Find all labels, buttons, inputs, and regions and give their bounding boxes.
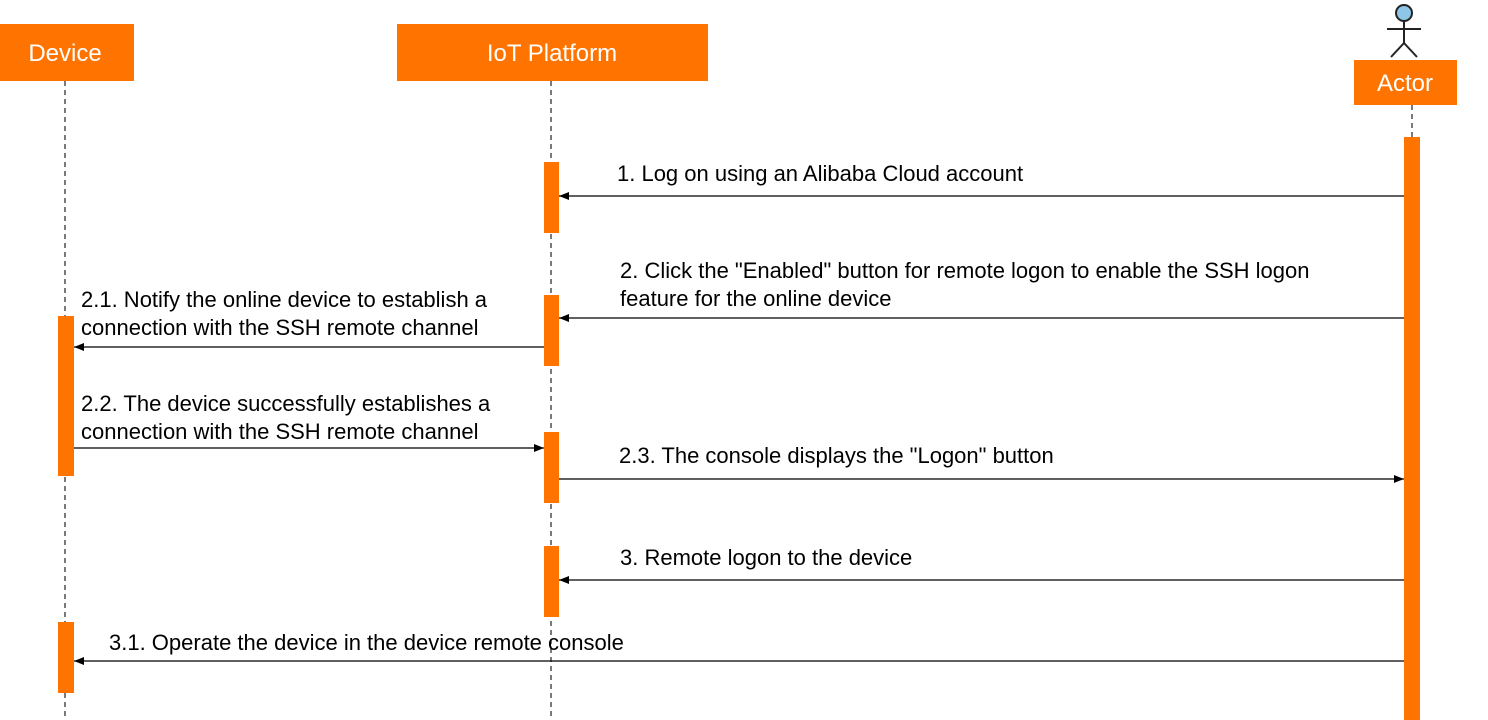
message-2-line-2: feature for the online device	[620, 286, 892, 311]
actor-left-leg	[1390, 42, 1405, 58]
message-2-3-line-1: 2.3. The console displays the "Logon" bu…	[619, 443, 1054, 468]
participant-device-label: Device	[28, 40, 101, 67]
actor-head	[1395, 4, 1413, 22]
participant-actor-box	[1354, 60, 1457, 105]
message-2-1: 2.1. Notify the online device to establi…	[74, 287, 544, 351]
message-1-label: 1. Log on using an Alibaba Cloud account	[617, 161, 1023, 186]
device-activation-1	[58, 316, 74, 476]
message-2-2: 2.2. The device successfully establishes…	[74, 391, 544, 452]
stick-figure-icon	[1387, 4, 1421, 58]
platform-activation-3	[544, 432, 559, 503]
participant-device-box	[0, 24, 134, 81]
participant-device: Device	[0, 24, 134, 81]
participant-platform-label: IoT Platform	[487, 40, 617, 67]
actor-right-leg	[1403, 42, 1418, 58]
message-2: 2. Click the "Enabled" button for remote…	[559, 258, 1404, 322]
device-activation-2	[58, 622, 74, 693]
message-2-1-label: 2.1. Notify the online device to establi…	[81, 287, 493, 340]
message-3-1-line-1: 3.1. Operate the device in the device re…	[109, 630, 624, 655]
participant-platform-box	[397, 24, 708, 81]
platform-activation-2	[544, 295, 559, 366]
message-1-line-1: 1. Log on using an Alibaba Cloud account	[617, 161, 1023, 186]
message-3-label: 3. Remote logon to the device	[620, 545, 912, 570]
message-2-1-line-1: 2.1. Notify the online device to establi…	[81, 287, 488, 312]
message-2-3: 2.3. The console displays the "Logon" bu…	[559, 443, 1404, 483]
message-3-1-label: 3.1. Operate the device in the device re…	[109, 630, 624, 655]
message-2-1-line-2: connection with the SSH remote channel	[81, 315, 478, 340]
message-2-label: 2. Click the "Enabled" button for remote…	[620, 258, 1316, 311]
message-1: 1. Log on using an Alibaba Cloud account	[559, 161, 1404, 200]
message-2-2-line-2: connection with the SSH remote channel	[81, 419, 478, 444]
platform-activation-1	[544, 162, 559, 233]
message-2-2-label: 2.2. The device successfully establishes…	[81, 391, 496, 444]
participant-platform: IoT Platform	[397, 24, 708, 81]
message-2-3-label: 2.3. The console displays the "Logon" bu…	[619, 443, 1054, 468]
message-2-line-1: 2. Click the "Enabled" button for remote…	[620, 258, 1310, 283]
participant-actor-label: Actor	[1377, 70, 1433, 97]
participant-actor: Actor	[1354, 4, 1457, 105]
message-3-line-1: 3. Remote logon to the device	[620, 545, 912, 570]
platform-activation-4	[544, 546, 559, 617]
message-3: 3. Remote logon to the device	[559, 545, 1404, 584]
message-3-1: 3.1. Operate the device in the device re…	[74, 630, 1404, 665]
message-2-2-line-1: 2.2. The device successfully establishes…	[81, 391, 491, 416]
actor-activation	[1404, 137, 1420, 720]
